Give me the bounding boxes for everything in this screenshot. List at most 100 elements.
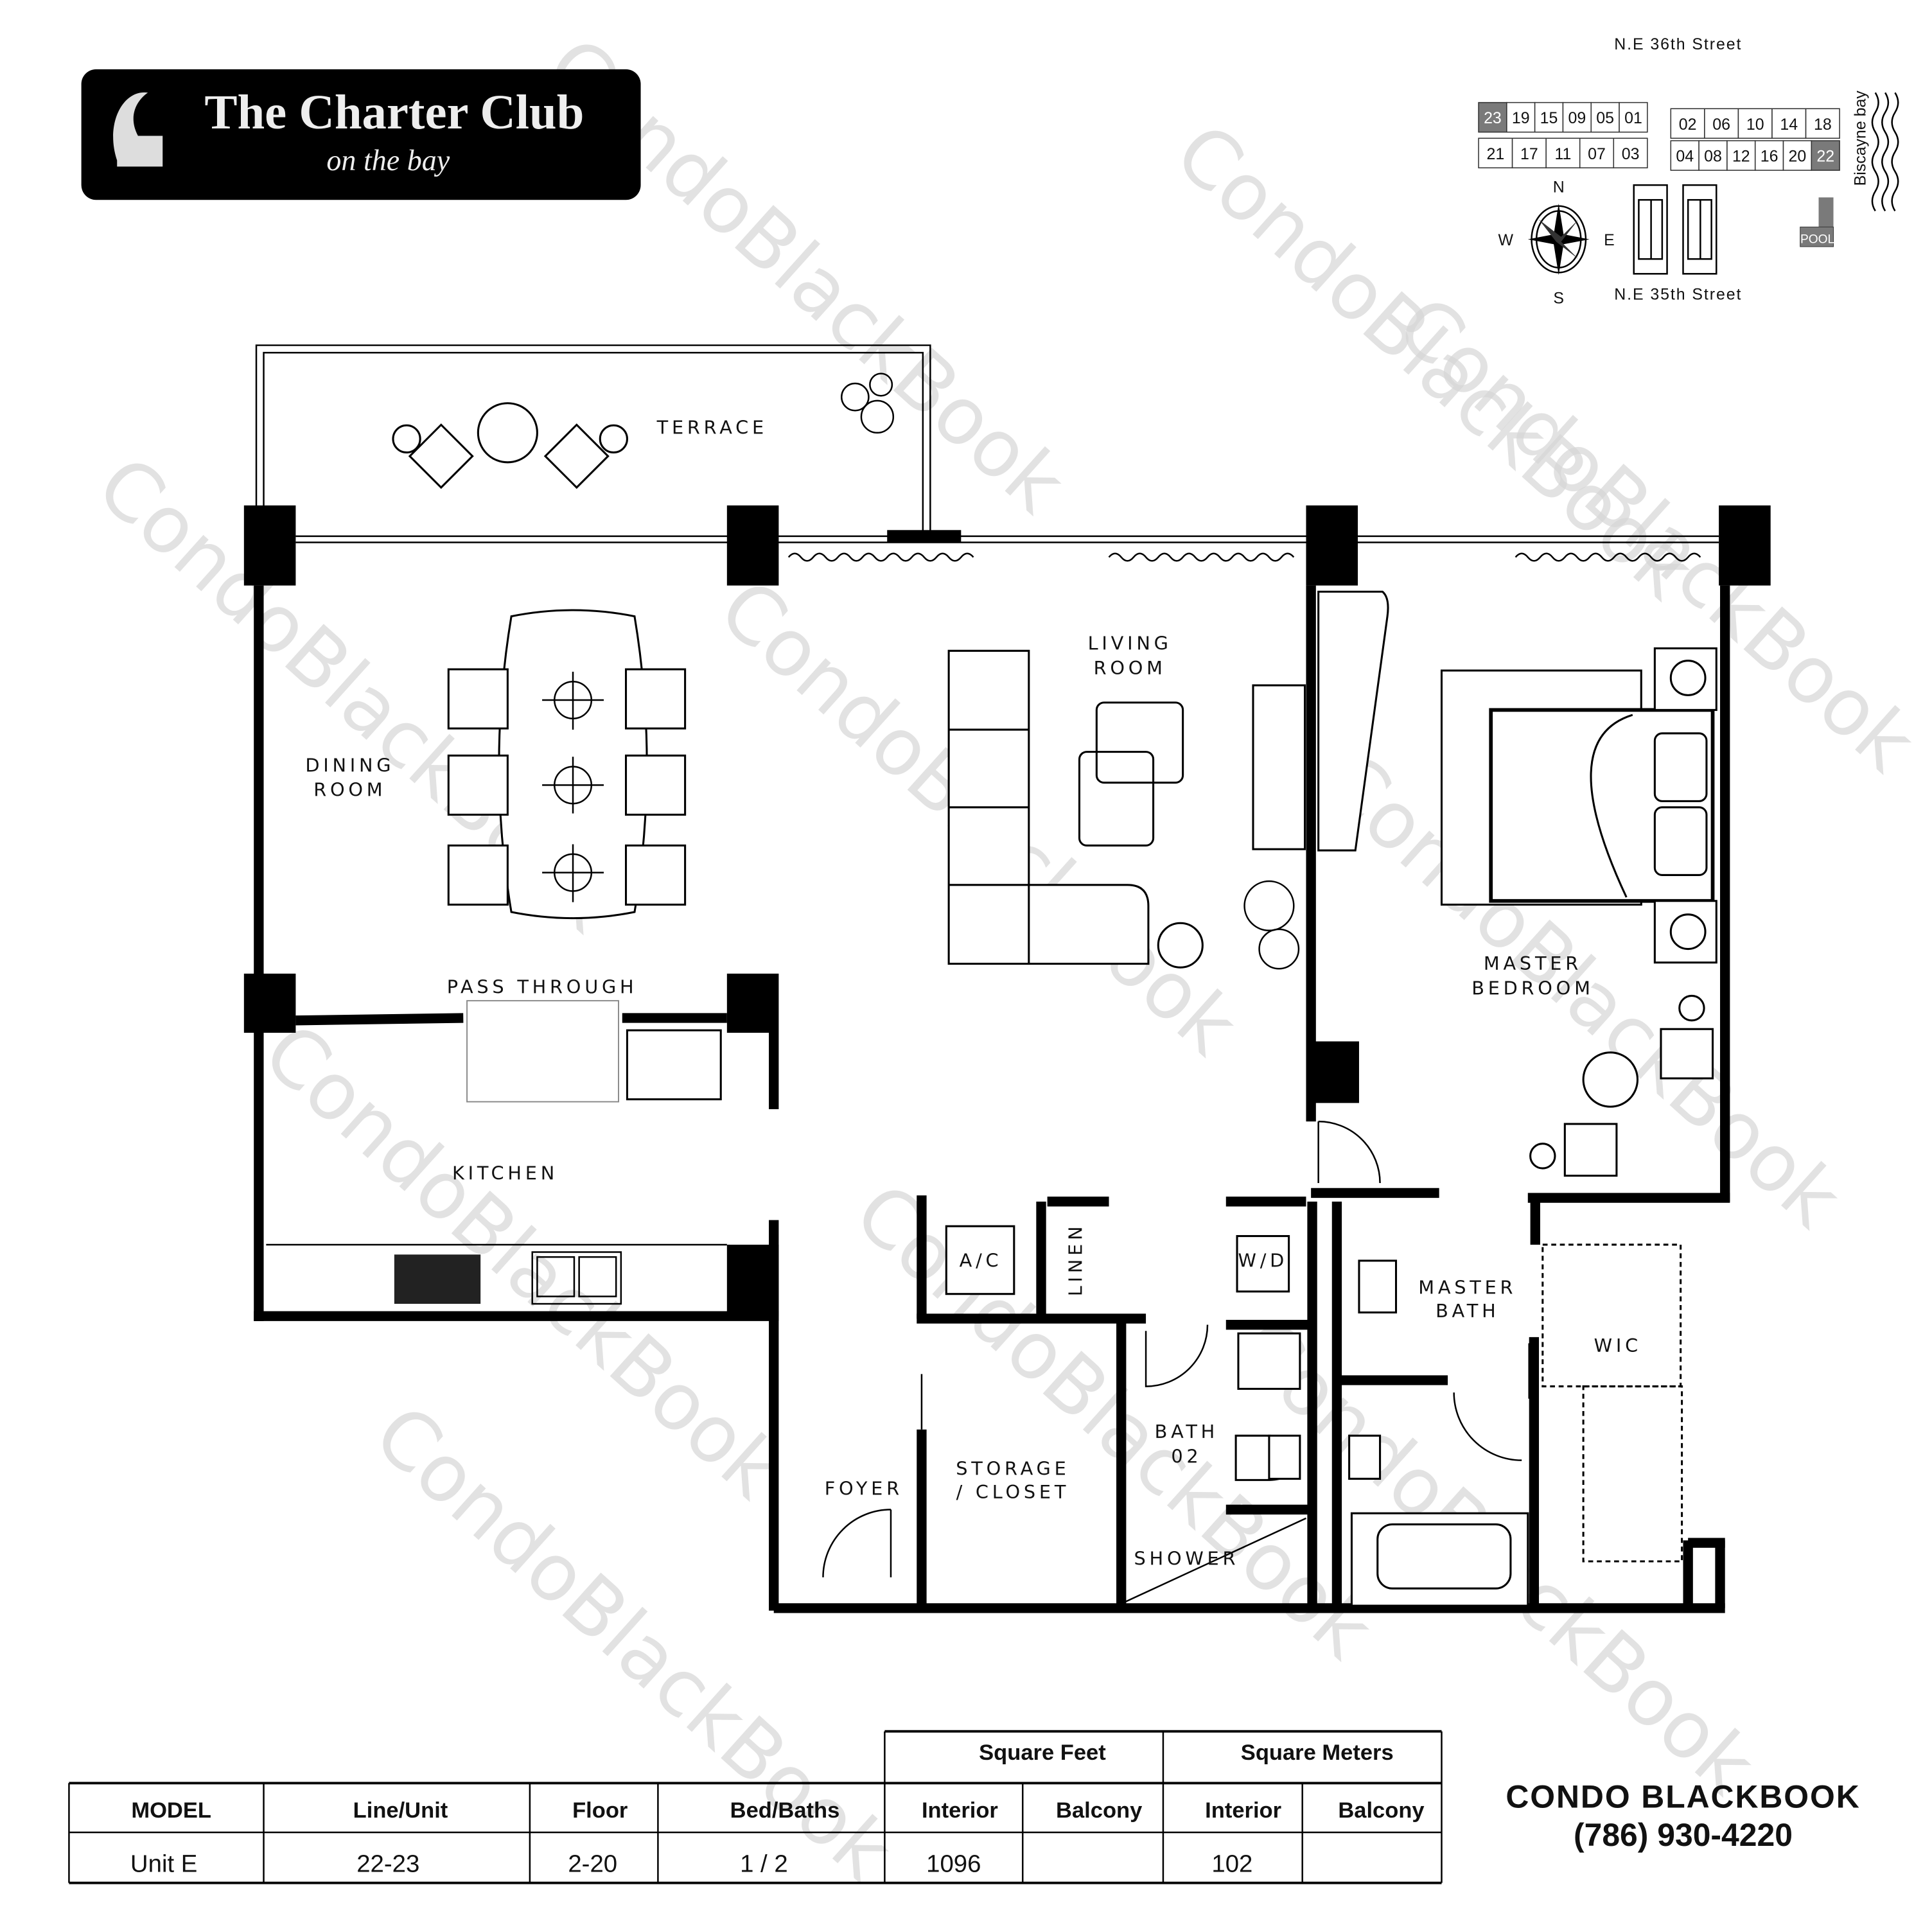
living-furniture — [947, 649, 1306, 970]
kitchen-fixtures — [266, 1000, 727, 1305]
compass-w: W — [1498, 231, 1513, 249]
storage-label-2: / CLOSET — [956, 1481, 1070, 1503]
cell-line-unit: 22-23 — [356, 1850, 419, 1877]
site-unit-label: 15 — [1540, 109, 1558, 127]
terrace-label: TERRACE — [656, 417, 768, 439]
site-unit-label: 11 — [1555, 145, 1572, 163]
site-unit-18 — [1805, 108, 1840, 139]
site-unit-label: 03 — [1622, 145, 1640, 163]
header-sqft-balcony: Balcony — [1056, 1798, 1143, 1823]
cell-sqft-interior: 1096 — [926, 1850, 981, 1877]
site-unit-label: 20 — [1789, 148, 1807, 166]
site-unit-label: 08 — [1704, 148, 1722, 166]
site-unit-label: 02 — [1679, 116, 1697, 134]
header-floor: Floor — [572, 1798, 628, 1823]
site-unit-23 — [1478, 101, 1507, 133]
storage-label: STORAGE — [956, 1458, 1069, 1480]
master-bedroom-label: MASTER — [1484, 952, 1582, 974]
dining-table — [447, 609, 687, 920]
site-unit-22 — [1811, 140, 1840, 171]
group-header-sqft: Square Feet — [979, 1741, 1106, 1765]
site-unit-label: 05 — [1596, 109, 1614, 127]
plant-icon — [1243, 880, 1300, 970]
dining-room-label: DINING — [305, 754, 394, 776]
logo-subtitle: on the bay — [326, 144, 450, 177]
site-unit-label: 12 — [1732, 148, 1750, 166]
header-line-unit: Line/Unit — [353, 1798, 448, 1823]
header-sqm-interior: Interior — [1205, 1798, 1281, 1823]
sink-icon — [531, 1251, 622, 1305]
ac-label: A/C — [960, 1250, 1003, 1272]
walls — [243, 505, 1771, 1613]
water-label: Biscayne bay — [1851, 91, 1869, 186]
site-unit-12 — [1726, 140, 1756, 171]
cell-model: Unit E — [130, 1850, 197, 1877]
site-unit-09 — [1562, 101, 1592, 133]
site-unit-10 — [1737, 108, 1773, 139]
swan-logo-icon — [113, 92, 163, 167]
dining-chairs — [447, 668, 687, 906]
plant-icon — [840, 373, 895, 434]
terrace: TERRACE — [255, 344, 931, 533]
site-unit-label: 21 — [1486, 145, 1504, 163]
site-unit-label: 19 — [1512, 109, 1530, 127]
master-bath-label: MASTER — [1418, 1277, 1516, 1299]
site-unit-20 — [1782, 140, 1813, 171]
site-unit-label: 07 — [1588, 145, 1606, 163]
site-unit-11 — [1545, 137, 1581, 169]
site-unit-17 — [1511, 137, 1547, 169]
master-bath-label-2: BATH — [1436, 1300, 1499, 1322]
foyer-label: FOYER — [825, 1477, 903, 1499]
cell-bed-baths: 1 / 2 — [740, 1850, 788, 1877]
cell-floor: 2-20 — [568, 1850, 617, 1877]
site-unit-label: 18 — [1814, 116, 1832, 134]
cooktop-icon — [394, 1254, 481, 1304]
header-model: MODEL — [131, 1798, 211, 1823]
water-waves-icon — [1871, 92, 1899, 212]
site-unit-label: 09 — [1568, 109, 1586, 127]
dining-room-label-2: ROOM — [313, 779, 386, 801]
site-unit-label: 16 — [1761, 148, 1778, 166]
site-unit-21 — [1478, 137, 1513, 169]
site-unit-label: 23 — [1484, 109, 1502, 127]
service-fixtures — [945, 1225, 1683, 1607]
group-header-sqm: Square Meters — [1241, 1741, 1394, 1765]
tennis-courts — [1633, 184, 1717, 275]
site-unit-label: 14 — [1780, 116, 1798, 134]
site-unit-08 — [1698, 140, 1728, 171]
compass-s: S — [1553, 289, 1564, 307]
cell-sqm-interior: 102 — [1211, 1850, 1252, 1877]
site-unit-label: 10 — [1746, 116, 1764, 134]
brand-name: CONDO BLACKBOOK — [1506, 1779, 1860, 1815]
logo-title: The Charter Club — [204, 85, 584, 139]
master-bedroom-label-2: BEDROOM — [1471, 978, 1594, 999]
site-unit-label: 17 — [1520, 145, 1538, 163]
compass-n: N — [1553, 179, 1565, 197]
doors — [822, 1120, 1530, 1577]
south-street-label: N.E 35th Street — [1614, 286, 1742, 304]
site-unit-06 — [1704, 108, 1739, 139]
bedroom-furniture — [1317, 590, 1717, 1177]
site-unit-02 — [1670, 108, 1705, 139]
site-unit-07 — [1579, 137, 1615, 169]
bath02-label: BATH — [1155, 1421, 1218, 1443]
site-unit-04 — [1670, 140, 1699, 171]
shower-label: SHOWER — [1134, 1548, 1240, 1570]
site-plan: N.E 36th Street N.E 35th Street Biscayne… — [1478, 35, 1899, 307]
north-street-label: N.E 36th Street — [1614, 35, 1742, 53]
site-unit-14 — [1771, 108, 1807, 139]
brand-phone: (786) 930-4220 — [1574, 1817, 1793, 1853]
bath02-label-2: 02 — [1171, 1446, 1202, 1468]
site-unit-label: 04 — [1676, 148, 1694, 166]
site-unit-label: 22 — [1816, 148, 1834, 166]
site-unit-19 — [1506, 101, 1536, 133]
linen-label: LINEN — [1064, 1223, 1086, 1297]
spec-table: Square Feet Square Meters MODEL Line/Uni… — [68, 1730, 1443, 1884]
compass-rose-icon — [1527, 203, 1590, 276]
site-unit-label: 01 — [1624, 109, 1642, 127]
header-sqm-balcony: Balcony — [1338, 1798, 1425, 1823]
site-unit-label: 06 — [1712, 116, 1730, 134]
compass-e: E — [1604, 231, 1615, 249]
site-unit-01 — [1619, 101, 1648, 133]
